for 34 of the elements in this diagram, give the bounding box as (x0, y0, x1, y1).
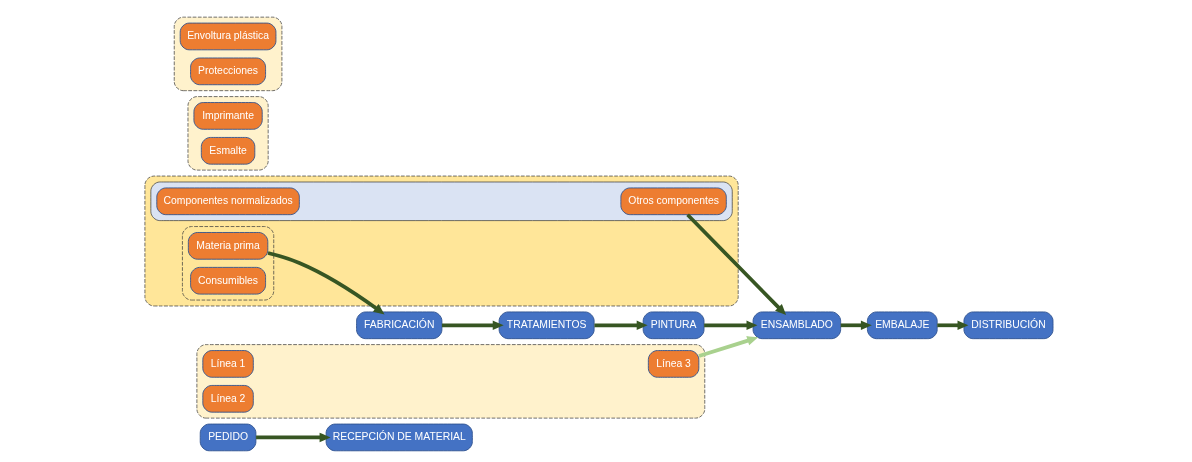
node-box: Consumibles (190, 266, 266, 295)
arrow (442, 320, 504, 331)
node-box: Esmalte (200, 137, 256, 165)
node-box: DISTRIBUCIÓN (963, 311, 1054, 340)
node-box: Materia prima (187, 232, 269, 260)
node-box: FABRICACIÓN (356, 311, 443, 340)
node-box: ENSAMBLADO (752, 311, 842, 340)
node-box: Envoltura plástica (179, 22, 277, 51)
node-box: Línea 2 (202, 385, 254, 413)
node-box: Componentes normalizados (156, 187, 300, 216)
cluster (196, 344, 706, 419)
node-box: EMBALAJE (866, 311, 938, 340)
node-box: Línea 3 (647, 350, 700, 378)
node-box: Imprimante (193, 102, 263, 130)
arrow (704, 320, 758, 331)
node-box: TRATAMIENTOS (498, 311, 595, 340)
node-box: PINTURA (642, 311, 705, 340)
cluster (144, 175, 739, 307)
arrow (256, 432, 331, 443)
cluster (150, 181, 733, 221)
node-box: RECEPCIÓN DE MATERIAL (325, 423, 473, 452)
arrow (698, 336, 759, 358)
cluster (187, 96, 269, 171)
cluster (182, 226, 275, 301)
node-box: Línea 1 (202, 350, 254, 378)
arrow (937, 320, 969, 331)
arrow (594, 320, 648, 331)
node-box: Otros componentes (620, 187, 727, 216)
arrow (267, 251, 385, 315)
node-box: PEDIDO (199, 423, 257, 452)
cluster (173, 16, 283, 92)
arrow (840, 320, 872, 331)
arrow (686, 213, 787, 316)
node-box: Protecciones (190, 57, 266, 86)
